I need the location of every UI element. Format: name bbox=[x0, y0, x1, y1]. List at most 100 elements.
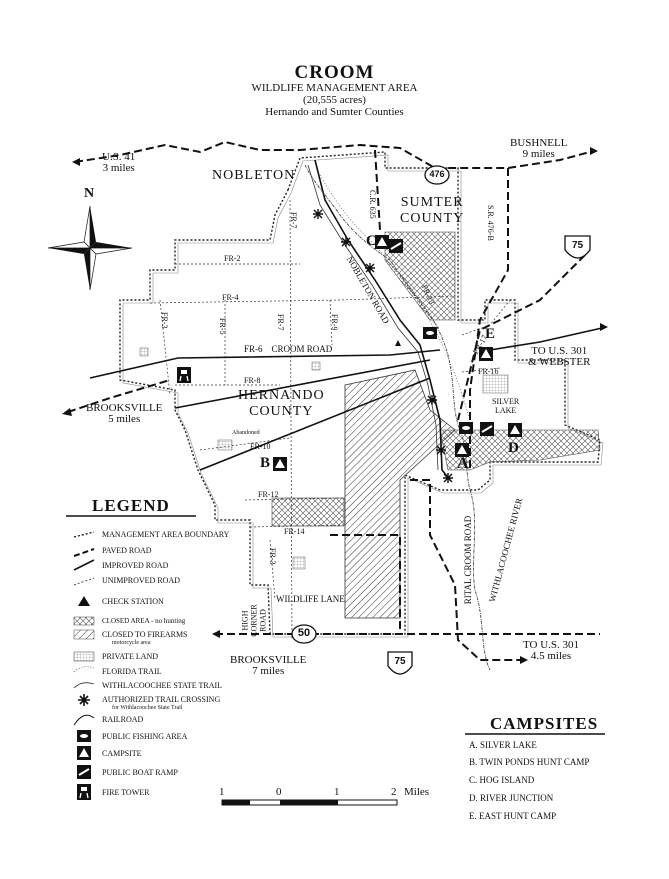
legend-item: CAMPSITE bbox=[102, 749, 142, 758]
check-station bbox=[395, 340, 401, 346]
map-campsite-icons bbox=[273, 235, 522, 471]
road-fr8: FR-8 bbox=[244, 376, 261, 385]
map-fire-tower bbox=[177, 367, 191, 383]
i75-shield-south bbox=[387, 651, 413, 675]
camp-letter-c: C bbox=[366, 233, 377, 249]
private-land bbox=[311, 361, 321, 371]
scale-bar bbox=[221, 799, 398, 806]
campsite-item: A. SILVER LAKE bbox=[469, 740, 537, 750]
road-fr5: FR-5 bbox=[218, 318, 227, 335]
destination-arrows bbox=[62, 147, 608, 664]
map-title: CROOM bbox=[294, 62, 375, 83]
road-fr4: FR-4 bbox=[222, 293, 239, 302]
road-fr7: FR-7 bbox=[276, 314, 285, 331]
legend-item: PUBLIC FISHING AREA bbox=[102, 732, 188, 741]
acreage-label: (20,555 acres) bbox=[303, 94, 366, 106]
scale-label-0: 0 bbox=[276, 786, 282, 798]
sr50-shield bbox=[291, 624, 317, 644]
legend-symbols bbox=[73, 531, 95, 800]
closed-area-fr14 bbox=[271, 497, 345, 527]
florida-trail bbox=[319, 174, 471, 421]
north-arrow bbox=[47, 205, 133, 291]
withlacoochee-state-trail bbox=[307, 164, 439, 471]
closed-area-sumter bbox=[384, 231, 456, 321]
road-fr12: FR-12 bbox=[258, 490, 279, 499]
road-wildlife-lane: WILDLIFE LANE bbox=[276, 594, 345, 604]
silver-lake-label: SILVER LAKE bbox=[492, 397, 520, 415]
private-land bbox=[217, 439, 233, 451]
private-land bbox=[139, 347, 149, 357]
camp-letter-e: E bbox=[485, 326, 496, 342]
hernando-county-label: HERNANDO COUNTY bbox=[238, 388, 325, 419]
campsite-item: B. TWIN PONDS HUNT CAMP bbox=[469, 757, 590, 767]
camp-letter-a: A bbox=[457, 455, 469, 472]
road-cr635: C.R. 635 bbox=[368, 190, 377, 219]
improved-roads bbox=[89, 327, 603, 471]
counties-label: Hernando and Sumter Counties bbox=[265, 106, 404, 118]
scale-label-1: 1 bbox=[219, 786, 225, 798]
trail-crossings bbox=[313, 209, 453, 483]
scale-label-2: 2 bbox=[391, 786, 397, 798]
road-fr3: FR-3 bbox=[160, 312, 169, 329]
legend-item: PAVED ROAD bbox=[102, 546, 152, 555]
road-fr3-south: FR-3 bbox=[268, 548, 277, 565]
paved-roads bbox=[67, 140, 600, 661]
legend-item: MANAGEMENT AREA BOUNDARY bbox=[102, 530, 230, 539]
management-area-boundary bbox=[119, 151, 601, 635]
map-boat-ramps bbox=[389, 239, 494, 436]
sr476-shield bbox=[424, 165, 450, 185]
legend-item: FIRE TOWER bbox=[102, 788, 150, 797]
road-sr476b: S.R. 476-B bbox=[486, 205, 495, 241]
camp-letter-b: B bbox=[260, 455, 271, 471]
legend-item: UNIMPROVED ROAD bbox=[102, 576, 181, 585]
legend-item: FLORIDA TRAIL bbox=[102, 667, 162, 676]
legend-item: CLOSED AREA - no hunting bbox=[102, 617, 186, 625]
road-high-corner: HIGH CORNER ROAD bbox=[240, 604, 268, 637]
map-subtitle: WILDLIFE MANAGEMENT AREA bbox=[251, 82, 418, 94]
road-fr10: FR-10 bbox=[250, 442, 271, 451]
sr50-shield-number: 50 bbox=[297, 627, 311, 639]
i75-south-shield-number: 75 bbox=[394, 656, 406, 667]
campsite-item: D. RIVER JUNCTION bbox=[469, 793, 554, 803]
scale-label-1b: 1 bbox=[334, 786, 340, 798]
i75-shield-north bbox=[564, 235, 591, 259]
legend-item: PRIVATE LAND bbox=[102, 652, 159, 661]
road-fr2: FR-2 bbox=[224, 254, 241, 263]
closed-area-south bbox=[439, 429, 601, 471]
road-fr16: FR-16 bbox=[478, 367, 499, 376]
sumter-county-label: SUMTER COUNTY bbox=[400, 195, 465, 226]
campsites-title: CAMPSITES bbox=[490, 714, 599, 733]
legend-item: IMPROVED ROAD bbox=[102, 561, 169, 570]
campsite-item: C. HOG ISLAND bbox=[469, 775, 535, 785]
legend-item: PUBLIC BOAT RAMP bbox=[102, 768, 178, 777]
abandoned-label: Abandoned bbox=[232, 430, 260, 436]
campsite-item: E. EAST HUNT CAMP bbox=[469, 811, 557, 821]
us301-webster-label: TO U.S. 301& WEBSTER bbox=[528, 345, 591, 368]
scale-unit: Miles bbox=[404, 786, 430, 798]
private-land bbox=[482, 374, 509, 394]
road-fr14: FR-14 bbox=[284, 527, 305, 536]
legend-item: CHECK STATION bbox=[102, 597, 164, 606]
legend-item: RAILROAD bbox=[102, 715, 144, 724]
unimproved-roads bbox=[149, 199, 511, 641]
i75-north-shield-number: 75 bbox=[571, 240, 584, 251]
sr476-shield-number: 476 bbox=[429, 169, 445, 179]
road-fr7-north: FR-7 bbox=[289, 212, 298, 229]
nobleton-label: NOBLETON bbox=[212, 168, 296, 183]
legend-item: WITHLACOOCHEE STATE TRAIL bbox=[102, 681, 223, 690]
road-fr6: FR-6 CROOM ROAD bbox=[244, 344, 333, 354]
legend-title: LEGEND bbox=[92, 496, 170, 515]
north-label: N bbox=[84, 186, 95, 201]
road-fr9: FR-9 bbox=[330, 314, 339, 331]
camp-letter-d: D bbox=[508, 440, 519, 456]
closed-to-firearms-area bbox=[344, 369, 456, 619]
private-land bbox=[292, 556, 306, 570]
